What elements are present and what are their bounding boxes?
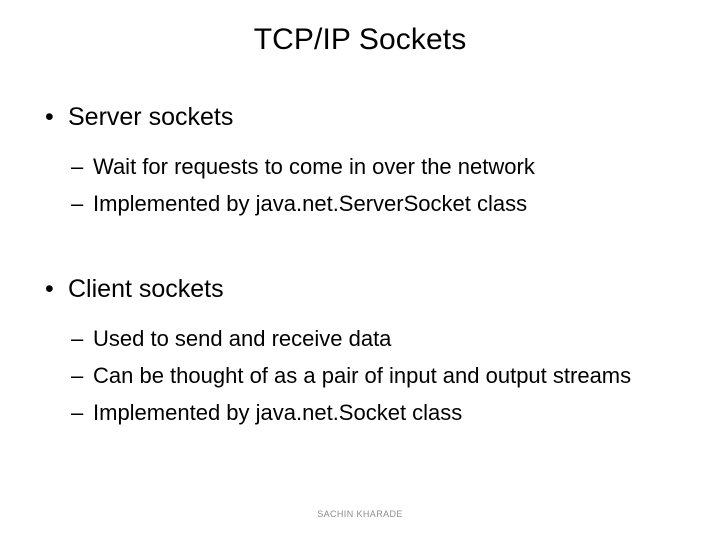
bullet-item-level2: – Implemented by java.net.ServerSocket c…: [0, 185, 720, 222]
bullet-item-level1: • Client sockets: [0, 272, 720, 306]
bullet-dot-icon: •: [45, 103, 54, 131]
bullet-label: Implemented by java.net.ServerSocket cla…: [93, 191, 528, 216]
group-spacer: [0, 222, 720, 272]
bullet-item-level2: – Used to send and receive data: [0, 320, 720, 357]
spacer: [0, 306, 720, 320]
page-title: TCP/IP Sockets: [253, 23, 467, 56]
slide-footer: SACHIN KHARADE: [317, 509, 403, 519]
bullet-label: Client sockets: [68, 275, 224, 303]
en-dash-icon: –: [71, 191, 84, 216]
bullet-group-server-sockets: • Server sockets – Wait for requests to …: [0, 100, 720, 222]
bullet-group-client-sockets: • Client sockets – Used to send and rece…: [0, 272, 720, 431]
slide-body: • Server sockets – Wait for requests to …: [0, 100, 720, 431]
bullet-label: Used to send and receive data: [93, 326, 392, 351]
spacer: [0, 134, 720, 148]
bullet-label: Can be thought of as a pair of input and…: [93, 363, 632, 388]
bullet-label: Wait for requests to come in over the ne…: [93, 154, 535, 179]
bullet-item-level1: • Server sockets: [0, 100, 720, 134]
bullet-label: Implemented by java.net.Socket class: [93, 400, 463, 425]
bullet-label: Server sockets: [68, 103, 234, 131]
en-dash-icon: –: [71, 154, 84, 179]
bullet-item-level2: – Implemented by java.net.Socket class: [0, 394, 720, 431]
bullet-dot-icon: •: [45, 275, 54, 303]
bullet-item-level2: – Can be thought of as a pair of input a…: [0, 357, 720, 394]
en-dash-icon: –: [71, 326, 84, 351]
bullet-item-level2: – Wait for requests to come in over the …: [0, 148, 720, 185]
en-dash-icon: –: [71, 363, 84, 388]
en-dash-icon: –: [71, 400, 84, 425]
